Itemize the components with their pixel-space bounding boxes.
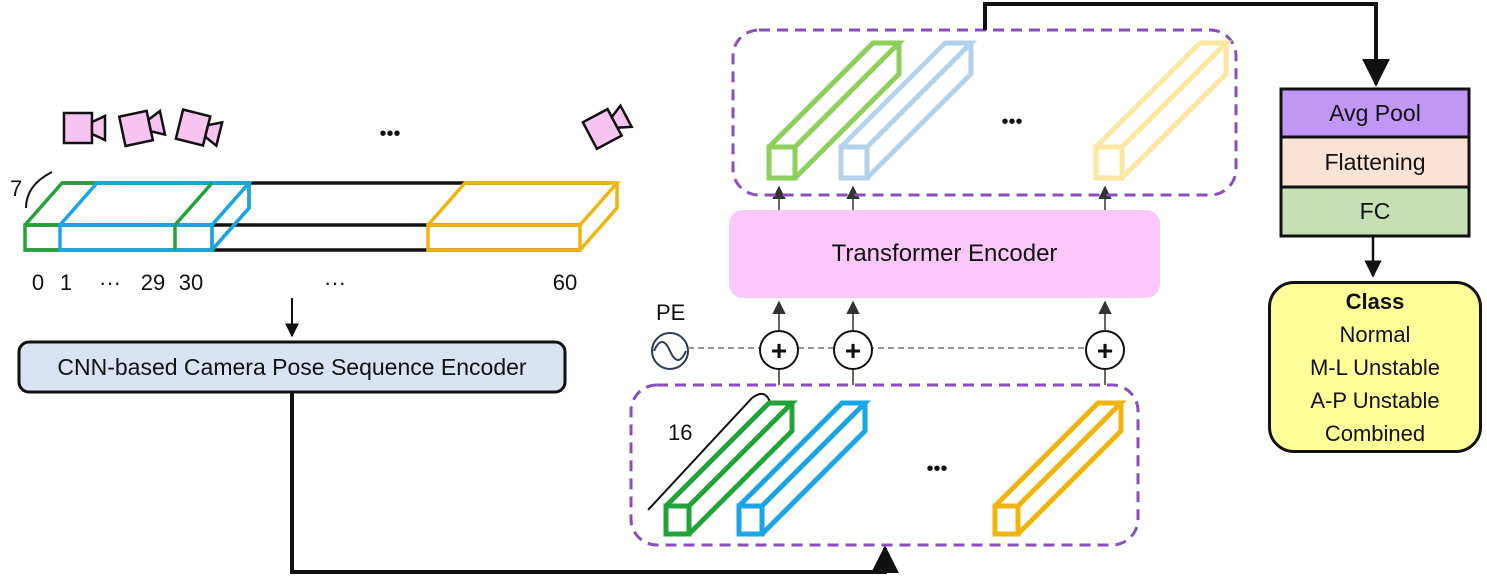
window-orange bbox=[426, 181, 621, 252]
input-token-blue bbox=[736, 400, 872, 537]
camera-icon-3 bbox=[174, 108, 224, 148]
adder-2: + bbox=[833, 300, 873, 385]
tick-29: 29 bbox=[141, 270, 165, 295]
token-dim-label: 16 bbox=[668, 420, 692, 445]
tick-1: 1 bbox=[60, 270, 72, 295]
transformer-encoder-label: Transformer Encoder bbox=[831, 240, 1058, 267]
class-item-combined: Combined bbox=[1324, 420, 1426, 446]
pe-label: PE bbox=[656, 300, 685, 325]
class-item-ap-unstable: A-P Unstable bbox=[1310, 387, 1440, 413]
output-ellipsis: ••• bbox=[1001, 111, 1022, 133]
flattening-label: Flattening bbox=[1324, 148, 1426, 175]
camera-ellipsis: ••• bbox=[379, 123, 400, 145]
avg-pool-label: Avg Pool bbox=[1329, 99, 1421, 126]
tick-60: 60 bbox=[553, 270, 577, 295]
input-token-orange bbox=[992, 400, 1128, 537]
connector-to-head bbox=[983, 2, 1390, 87]
cnn-encoder-label: CNN-based Camera Pose Sequence Encoder bbox=[57, 353, 527, 380]
output-token-yellow bbox=[1093, 40, 1233, 181]
frame-sequence bbox=[23, 181, 621, 252]
tick-0: 0 bbox=[32, 270, 44, 295]
output-token-green bbox=[766, 40, 906, 181]
input-token-green bbox=[663, 400, 799, 537]
depth-label: 7 bbox=[10, 176, 22, 201]
depth-brace bbox=[25, 171, 53, 209]
window-blue bbox=[58, 181, 253, 252]
svg-text:+: + bbox=[771, 335, 787, 366]
pe-wave-icon bbox=[651, 332, 689, 370]
svg-text:+: + bbox=[845, 335, 861, 366]
camera-icon-1 bbox=[62, 111, 107, 145]
input-token-group bbox=[629, 383, 1140, 547]
output-token-group bbox=[731, 28, 1238, 197]
output-token-blue bbox=[838, 40, 978, 181]
camera-icon-4 bbox=[581, 103, 634, 151]
adder-1: + bbox=[759, 300, 799, 385]
class-item-normal: Normal bbox=[1339, 321, 1411, 347]
avg-pool-box bbox=[1279, 87, 1471, 139]
camera-icon-2 bbox=[117, 108, 167, 148]
class-item-ml-unstable: M-L Unstable bbox=[1309, 354, 1440, 380]
class-title: Class bbox=[1345, 288, 1405, 314]
fc-label: FC bbox=[1359, 198, 1391, 224]
tick-ellipsis-2: ··· bbox=[324, 270, 346, 295]
connector-cnn-to-tokens bbox=[290, 392, 899, 574]
adder-3: + bbox=[1085, 300, 1125, 385]
token-brace bbox=[647, 392, 771, 511]
svg-text:+: + bbox=[1097, 335, 1113, 366]
fc-box bbox=[1279, 185, 1471, 238]
tick-30: 30 bbox=[179, 270, 203, 295]
class-output-box: Class Normal M-L Unstable A-P Unstable C… bbox=[1268, 281, 1482, 453]
token-ellipsis: ••• bbox=[926, 458, 947, 480]
transformer-encoder-box bbox=[729, 210, 1160, 298]
tick-ellipsis-1: ··· bbox=[99, 270, 121, 295]
